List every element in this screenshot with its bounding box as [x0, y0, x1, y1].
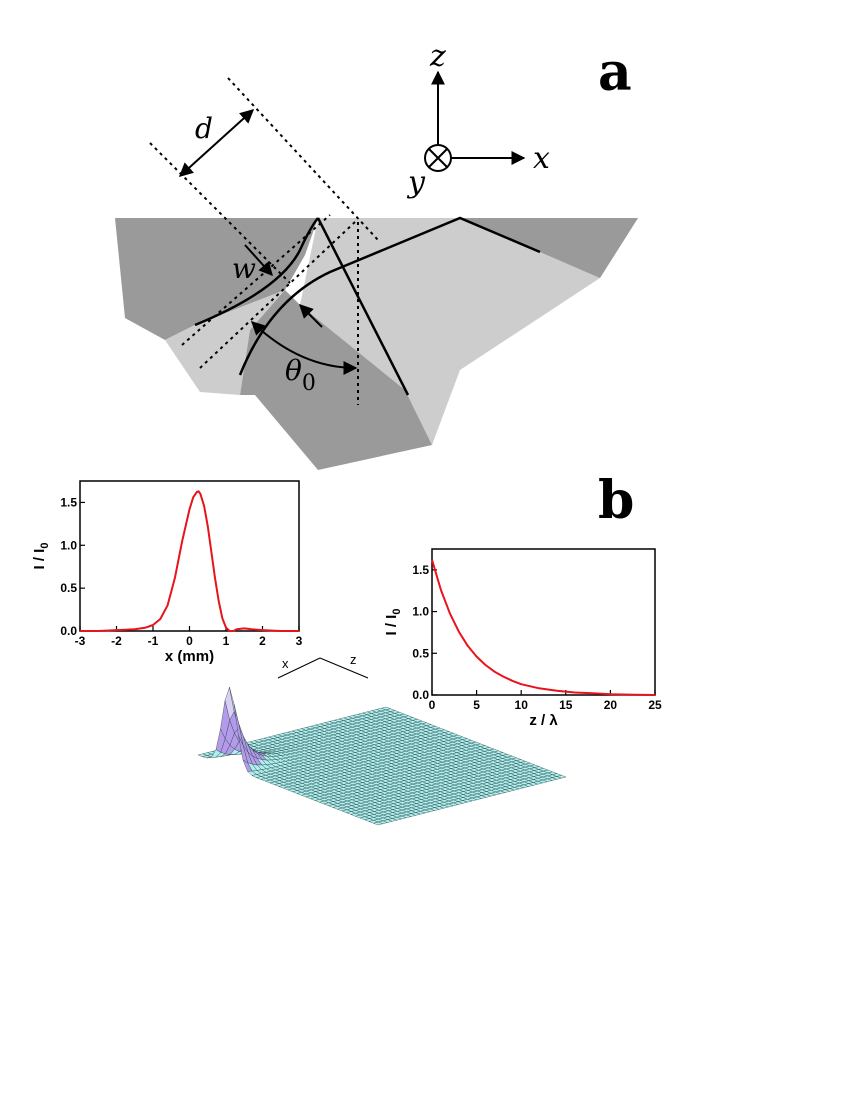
chart1-frame: [79, 480, 300, 632]
w-label: w: [232, 252, 256, 285]
dashed-line-outer-right: [227, 77, 379, 241]
chart2-ytick-label: 0.5: [412, 646, 429, 660]
chart1-ylabel: I / I0: [31, 543, 51, 570]
chart2-xtick-label: 0: [429, 698, 436, 712]
dark-region-left: [115, 218, 318, 340]
chart2-ylabel: I / I0: [383, 609, 403, 636]
chart2-xlabel: z / λ: [529, 712, 558, 729]
beam-curve-left: [194, 217, 319, 327]
d-arrow: [178, 109, 255, 177]
chart1-ytick-label: 0.5: [60, 581, 77, 595]
theta-label: θ0: [285, 354, 316, 396]
chart1-xtick-label: -1: [148, 634, 159, 648]
dashed-line-beam-1: [199, 221, 356, 369]
chart2-xtick-label: 15: [559, 698, 573, 712]
surface-cell: [372, 821, 384, 826]
chart1-xtick-label: -3: [75, 634, 86, 648]
x-axis-label: x: [533, 141, 550, 176]
chart2-ytick-label: 1.0: [412, 605, 429, 619]
chart2-ytick-label: 1.5: [412, 563, 429, 577]
chart1-xtick-label: 1: [223, 634, 230, 648]
panel-b-label: b: [598, 470, 634, 531]
surface-x-label: x: [282, 656, 289, 671]
light-region-lower-left: [165, 290, 285, 395]
surface-z-label: z: [350, 652, 357, 667]
chart2-frame: [431, 548, 656, 696]
chart2-xtick-label: 10: [515, 698, 529, 712]
chart1-ytick-label: 1.0: [60, 538, 77, 552]
chart2-xtick-label: 5: [473, 698, 480, 712]
panel-a-diagram: d w θ0 z x y a: [115, 39, 638, 470]
light-region-upper: [300, 218, 638, 445]
d-label: d: [195, 112, 213, 145]
panel-a-label: a: [598, 42, 632, 103]
chart1-series-line-0: [80, 490, 299, 632]
surface-plot-3d: x z: [197, 652, 567, 826]
dashed-line-outer-left: [149, 142, 291, 284]
surface-mesh: [197, 686, 567, 826]
chart1-ytick-label: 0.0: [60, 624, 77, 638]
chart2-xtick-label: 20: [604, 698, 618, 712]
chart1-xlabel: x (mm): [165, 648, 214, 665]
theta-arc: [250, 321, 358, 375]
chart1-ytick-label: 1.5: [60, 495, 77, 509]
chart1-xtick-label: 2: [259, 634, 266, 648]
dark-region-corner: [460, 218, 638, 278]
chart2-series-line-0: [431, 559, 656, 696]
chart-intensity-vs-z: 0 5 10 15 20 25 0.0 0.5 1.0 1.5 z / λ I / I0: [383, 548, 662, 729]
chart-intensity-vs-x: -3 -2 -1 0 1 2 3 0.0 0.5 1.0 1.5 x (mm) I / I0: [31, 480, 303, 665]
chart1-xtick-label: -2: [111, 634, 122, 648]
chart2-xtick-label: 25: [648, 698, 662, 712]
beam-curve-right: [238, 216, 541, 376]
surface-x-axis-arrow: [277, 657, 321, 679]
z-axis-label: z: [429, 39, 446, 74]
chart1-xtick-label: 0: [186, 634, 193, 648]
y-axis-label: y: [406, 165, 426, 200]
w-arrow-upper: [244, 244, 273, 277]
boundary-line-peak-left: [316, 217, 410, 396]
chart2-ytick-label: 0.0: [412, 688, 429, 702]
dashed-line-beam-2: [181, 214, 331, 346]
surface-z-axis-arrow: [319, 657, 369, 679]
chart1-xtick-label: 3: [296, 634, 303, 648]
